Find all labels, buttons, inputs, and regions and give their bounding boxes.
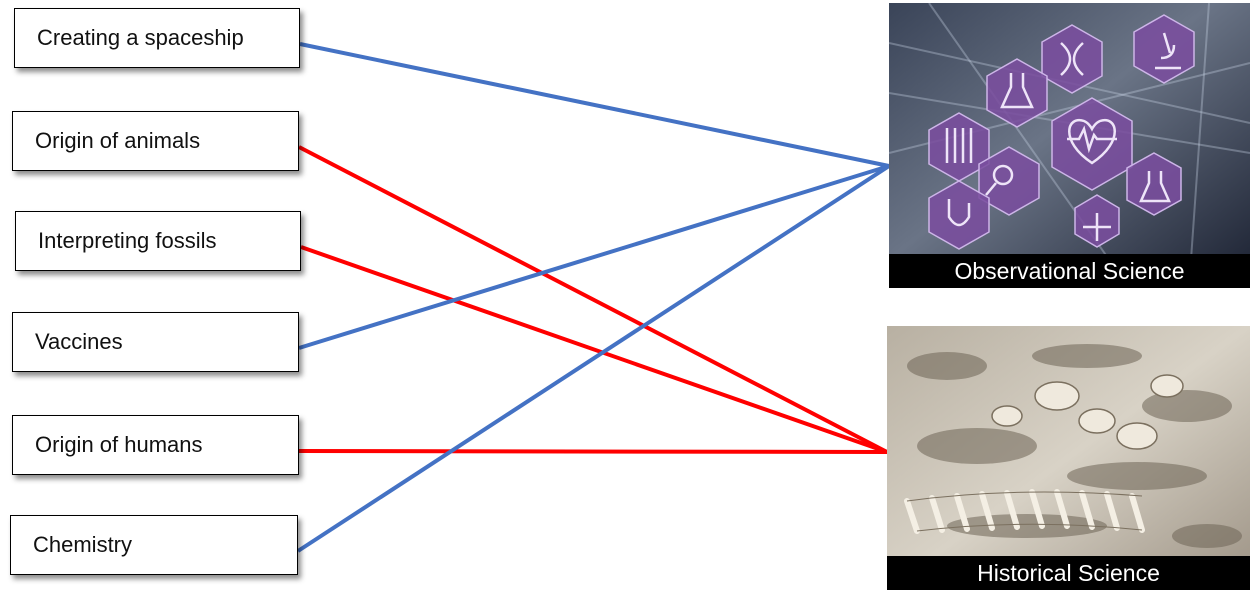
observational-science-label: Observational Science (889, 254, 1250, 288)
term-label: Creating a spaceship (37, 25, 244, 51)
term-box-vaccines: Vaccines (12, 312, 299, 372)
connector-t1-to-observational (300, 44, 889, 166)
term-label: Vaccines (35, 329, 123, 355)
term-box-interpreting-fossils: Interpreting fossils (15, 211, 301, 271)
connector-t5-to-historical (299, 451, 887, 452)
term-label: Interpreting fossils (38, 228, 217, 254)
historical-science-card: Historical Science (887, 326, 1250, 590)
observational-science-card: Observational Science (889, 3, 1250, 288)
term-box-origin-of-animals: Origin of animals (12, 111, 299, 171)
connector-t6-to-observational (298, 166, 889, 551)
connector-t3-to-historical (301, 247, 887, 452)
science-icons-image (889, 3, 1250, 288)
fossil-image (887, 326, 1250, 590)
term-box-chemistry: Chemistry (10, 515, 298, 575)
term-box-creating-a-spaceship: Creating a spaceship (14, 8, 300, 68)
term-box-origin-of-humans: Origin of humans (12, 415, 299, 475)
historical-science-label: Historical Science (887, 556, 1250, 590)
term-label: Origin of animals (35, 128, 200, 154)
term-label: Chemistry (33, 532, 132, 558)
term-label: Origin of humans (35, 432, 203, 458)
